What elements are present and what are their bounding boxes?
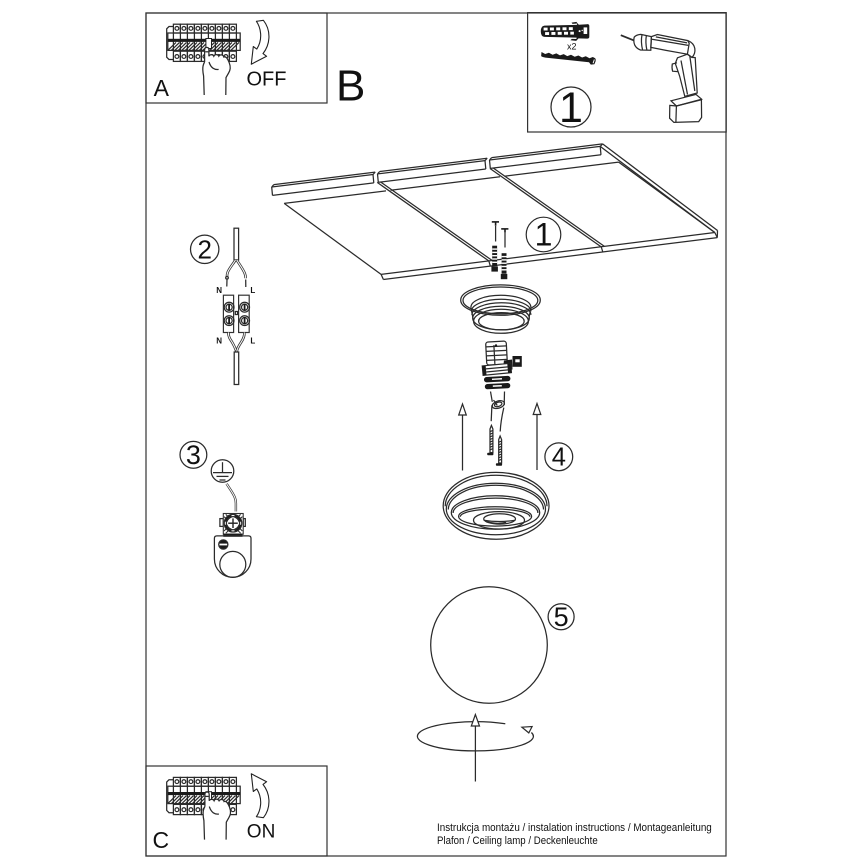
svg-text:1: 1: [535, 217, 553, 253]
svg-text:B: B: [336, 62, 365, 111]
svg-text:OFF: OFF: [247, 69, 287, 91]
svg-text:1: 1: [559, 84, 583, 132]
svg-text:ON: ON: [247, 822, 275, 843]
svg-text:N: N: [216, 337, 222, 346]
svg-text:Instrukcja montażu / instalati: Instrukcja montażu / instalation instruc…: [437, 822, 712, 834]
svg-text:4: 4: [552, 444, 566, 472]
svg-text:3: 3: [186, 440, 201, 470]
svg-text:5: 5: [554, 602, 569, 632]
svg-text:Plafon / Ceiling lamp / Decken: Plafon / Ceiling lamp / Deckenleuchte: [437, 835, 598, 847]
svg-text:A: A: [154, 75, 170, 101]
svg-text:L: L: [250, 337, 255, 346]
svg-text:2: 2: [197, 234, 211, 264]
svg-text:N: N: [216, 286, 222, 295]
svg-text:x2: x2: [567, 42, 577, 52]
svg-text:C: C: [153, 827, 170, 853]
svg-text:L: L: [250, 286, 255, 295]
